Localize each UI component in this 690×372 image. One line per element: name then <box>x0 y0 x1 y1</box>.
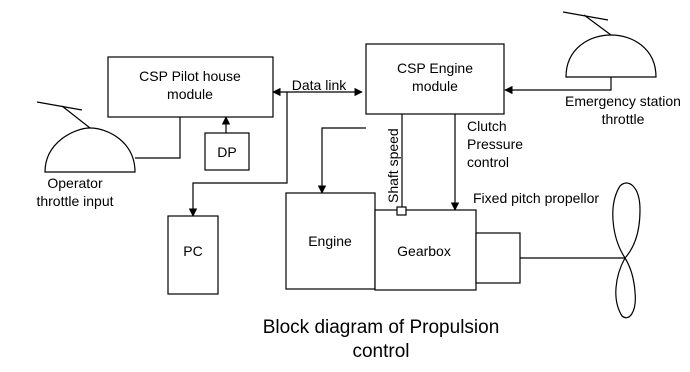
emergency-throttle-label-2: throttle <box>602 111 645 127</box>
operator-label-2: throttle input <box>36 193 113 209</box>
propeller-shaft-housing <box>475 232 521 284</box>
emergency-throttle-icon <box>562 11 657 78</box>
gearbox-label: Gearbox <box>397 243 451 259</box>
clutch-label-1: Clutch <box>467 118 507 134</box>
engine-module-box <box>365 43 505 115</box>
emergency-throttle-label-1: Emergency station <box>565 93 681 109</box>
operator-throttle-icon <box>36 101 136 173</box>
gearbox-box <box>374 209 477 291</box>
pc-box <box>167 215 219 295</box>
propeller-icon <box>612 182 641 319</box>
engine-control-connector <box>317 127 366 194</box>
pilot-house-title: CSP Pilot house <box>139 68 241 84</box>
clutch-label-2: Pressure <box>467 136 523 152</box>
dp-label: DP <box>217 144 236 160</box>
clutch-label-3: control <box>467 154 509 170</box>
pilot-house-subtitle: module <box>167 86 213 102</box>
engine-module-title: CSP Engine <box>397 60 473 76</box>
engine-label: Engine <box>308 233 352 249</box>
pc-connector <box>188 92 288 217</box>
data-link-label: Data link <box>292 77 347 93</box>
engine-box <box>285 192 376 290</box>
pc-label: PC <box>183 243 202 259</box>
pilot-house-module-box <box>107 56 274 118</box>
engine-module-subtitle: module <box>412 78 458 94</box>
dp-box <box>204 132 250 171</box>
shaft-speed-label: Shaft speed <box>385 128 401 203</box>
diagram-caption-line-1: Block diagram of Propulsion <box>263 317 500 338</box>
operator-label-1: Operator <box>47 175 103 191</box>
gearbox-sensor <box>396 206 407 216</box>
fixed-pitch-label: Fixed pitch propellor <box>473 190 599 206</box>
emergency-to-engine-connector <box>504 77 612 95</box>
diagram-caption-line-2: control <box>352 341 409 362</box>
